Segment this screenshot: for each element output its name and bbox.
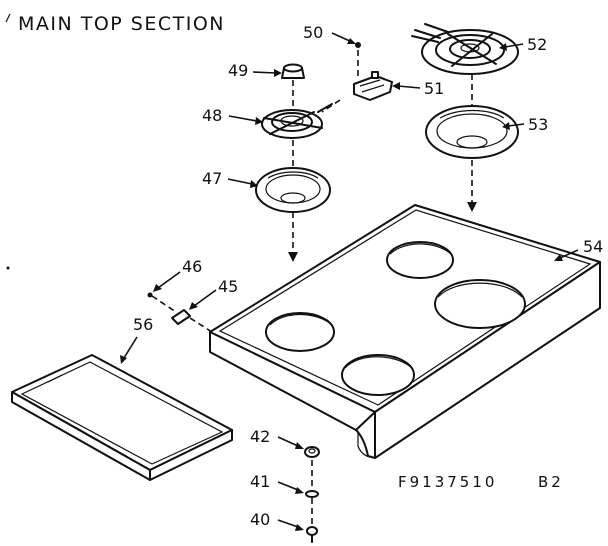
part-labels: 50 49 51 48 52 53 47 54 46 45 56 42 41 4… [133, 23, 603, 529]
part-label-42: 42 [250, 427, 270, 446]
cap-49 [281, 63, 305, 79]
diagram-title: MAIN TOP SECTION [18, 13, 225, 35]
drawing-code: F9137510 [398, 473, 497, 491]
main-top-panel [209, 204, 601, 459]
part-label-53: 53 [528, 115, 548, 134]
clip-45 [171, 309, 191, 325]
washer-41 [305, 490, 319, 498]
surface-element-52 [411, 23, 519, 75]
part-label-47: 47 [202, 169, 222, 188]
part-label-52: 52 [527, 35, 547, 54]
revision-code: B2 [538, 473, 564, 491]
nut-42 [304, 446, 320, 458]
assembly-lines [151, 50, 477, 524]
screw-50 [355, 42, 361, 48]
receptacle-51 [353, 71, 393, 101]
drip-pan-53 [425, 105, 519, 159]
screw-40 [306, 526, 318, 543]
part-label-56: 56 [133, 315, 153, 334]
part-label-45: 45 [218, 277, 238, 296]
part-label-41: 41 [250, 472, 270, 491]
part-label-40: 40 [250, 510, 270, 529]
part-label-51: 51 [424, 79, 444, 98]
drip-pan-47 [255, 167, 331, 213]
part-label-46: 46 [182, 257, 202, 276]
surface-element-48 [261, 103, 333, 139]
part-label-48: 48 [202, 106, 222, 125]
screw-46 [147, 292, 153, 298]
leader-arrows [120, 32, 579, 531]
part-label-50: 50 [303, 23, 323, 42]
part-label-54: 54 [583, 237, 603, 256]
part-label-49: 49 [228, 61, 248, 80]
cover-panel [11, 354, 233, 481]
